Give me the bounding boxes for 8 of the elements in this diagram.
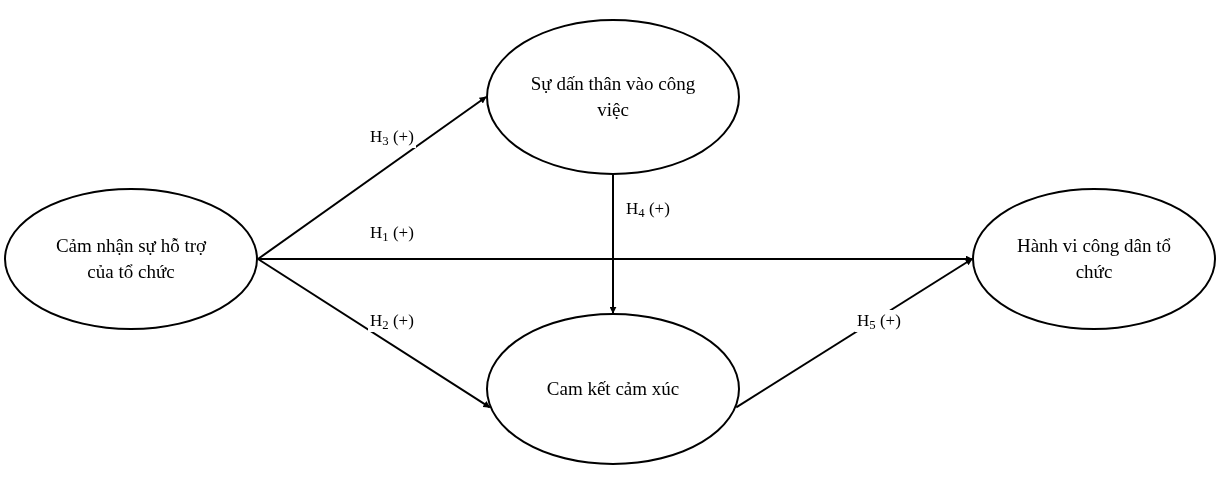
- node-label: Cam kết cảm xúc: [545, 377, 681, 401]
- node-label: Cảm nhận sự hỗ trợ của tổ chức: [54, 234, 208, 284]
- node-label: Sự dấn thân vào công việc: [529, 72, 697, 122]
- arrow: [257, 255, 973, 263]
- node-label: Hành vi công dân tổ chức: [1015, 234, 1173, 284]
- edge-label: H$_{5}$ (+): [855, 310, 903, 332]
- arrow: [257, 96, 487, 260]
- arrow: [609, 174, 617, 314]
